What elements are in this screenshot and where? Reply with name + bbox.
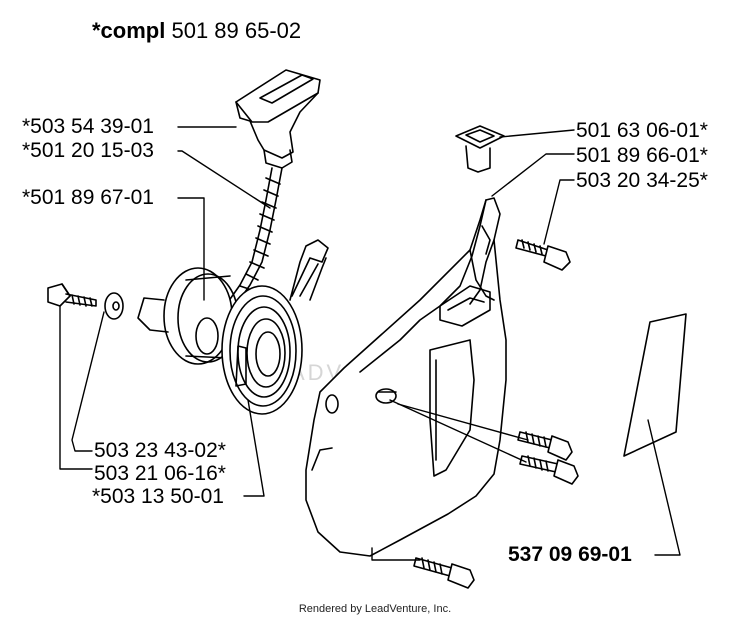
recoil-spring xyxy=(221,239,329,415)
label-starter-cover: 501 89 66-01* xyxy=(576,144,708,167)
label-recoil-spring: *503 13 50-01 xyxy=(92,485,224,508)
label-starter-handle: *503 54 39-01 xyxy=(22,115,154,138)
center-bolt xyxy=(47,283,97,307)
starter-pulley xyxy=(137,267,239,365)
screw-upper xyxy=(515,239,571,271)
rope-guide xyxy=(455,125,505,173)
screw-mid-1 xyxy=(517,431,573,461)
decal xyxy=(623,313,687,457)
starter-handle xyxy=(235,69,321,169)
assembly-number: 501 89 65-02 xyxy=(171,18,302,43)
label-screw: 503 20 34-25* xyxy=(576,169,708,192)
label-starter-rope: *501 20 15-03 xyxy=(22,139,154,162)
assembly-prefix: *compl xyxy=(92,18,166,43)
washer xyxy=(104,292,124,320)
label-decal: 537 09 69-01 xyxy=(508,543,632,566)
screw-lower xyxy=(413,557,475,589)
label-center-bolt: 503 21 06-16* xyxy=(94,462,226,485)
starter-cover xyxy=(305,197,507,557)
label-washer: 503 23 43-02* xyxy=(94,439,226,462)
starter-rope xyxy=(227,167,283,303)
assembly-title: *compl 501 89 65-02 xyxy=(92,20,301,42)
credit-text: Rendered by LeadVenture, Inc. xyxy=(298,603,452,615)
screw-mid-2 xyxy=(519,455,579,485)
label-starter-pulley: *501 89 67-01 xyxy=(22,186,154,209)
leader-lines xyxy=(59,126,681,561)
label-rope-guide: 501 63 06-01* xyxy=(576,119,708,142)
